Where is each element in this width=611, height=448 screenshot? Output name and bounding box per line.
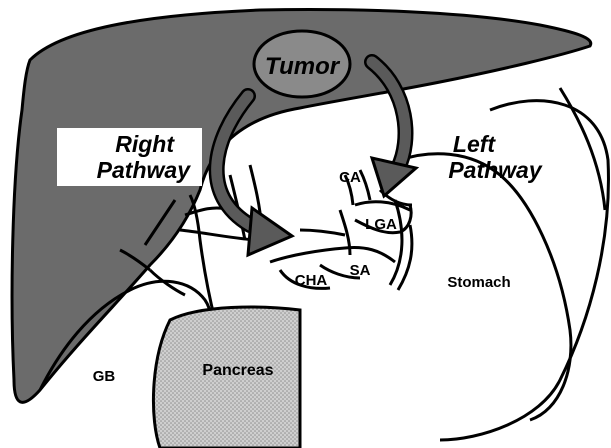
right-pathway-label-line2: Pathway [97,157,192,183]
left-pathway-label-line2: Pathway [448,157,543,183]
right-pathway-label-line1: Right [115,131,175,157]
left-pathway-label-line1: Left [453,131,497,157]
ca-label: CA [339,169,361,186]
gb-label: GB [93,368,116,385]
tumor-label: Tumor [265,53,341,80]
pancreas-label: Pancreas [202,362,273,379]
cha-label: CHA [295,272,328,289]
stomach-label: Stomach [447,274,510,291]
lga-label: LGA [365,216,397,233]
sa-label: SA [350,262,371,279]
